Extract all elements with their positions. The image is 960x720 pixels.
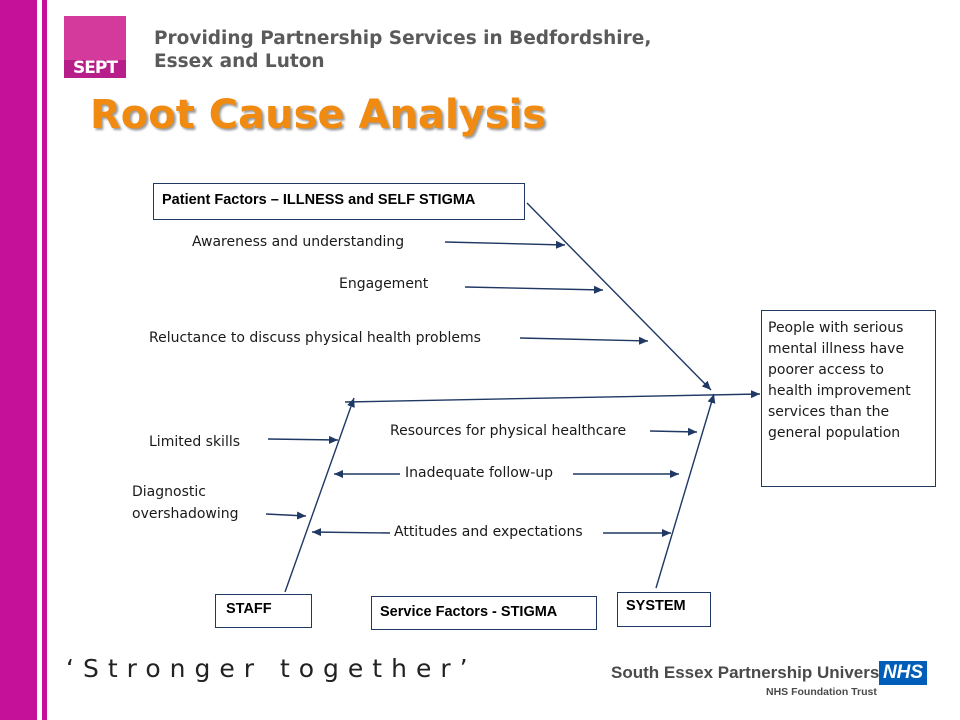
sept-logo: SEPT [64, 16, 126, 78]
left-accent-stripe [0, 0, 37, 720]
service-factors-box: Service Factors - STIGMA [371, 596, 597, 630]
limited-skills-arrow [267, 435, 339, 444]
cause-followup: Inadequate follow-up [405, 465, 554, 481]
patient-factors-box: Patient Factors – ILLNESS and SELF STIGM… [153, 183, 525, 220]
header-line-1: Providing Partnership Services in Bedfor… [154, 28, 652, 49]
stripe-gap [37, 0, 42, 720]
engagement-arrow [464, 285, 604, 294]
cause-engagement: Engagement [339, 276, 429, 292]
logo-top-block [64, 16, 126, 60]
diagnostic-arrow [265, 511, 307, 520]
cause-attitudes: Attitudes and expectations [394, 524, 583, 540]
patient-factors-label: Patient Factors – ILLNESS and SELF STIGM… [162, 192, 476, 208]
page-title: Root Cause Analysis [90, 92, 547, 138]
footer-tagline: ‘Stronger together’ [66, 654, 477, 683]
patient-bone [526, 202, 712, 391]
awareness-arrow [444, 240, 566, 249]
cause-awareness: Awareness and understanding [192, 234, 405, 250]
cause-resources: Resources for physical healthcare [390, 423, 627, 439]
cause-diagnostic-line2: overshadowing [132, 506, 239, 522]
staff-label: STAFF [226, 601, 272, 617]
resources-arrow [649, 427, 698, 436]
service-factors-label: Service Factors - STIGMA [380, 604, 558, 620]
system-box: SYSTEM [617, 592, 711, 627]
staff-box: STAFF [215, 594, 312, 628]
attitudes-left-arrow [311, 528, 391, 537]
footer-org-name: South Essex Partnership University [611, 663, 900, 682]
system-bone [655, 393, 716, 589]
cause-reluctance: Reluctance to discuss physical health pr… [149, 330, 481, 346]
logo-text: SEPT [73, 58, 118, 78]
header-line-2: Essex and Luton [154, 51, 325, 72]
staff-bone [284, 397, 355, 593]
nhs-logo: NHS [879, 661, 927, 685]
cause-limited-skills: Limited skills [149, 434, 241, 450]
left-thin-stripe [42, 0, 47, 720]
effect-box: People with serious mental illness have … [761, 310, 936, 487]
system-label: SYSTEM [626, 598, 686, 614]
reluctance-arrow [519, 336, 649, 345]
cause-diagnostic-line1: Diagnostic [132, 484, 206, 500]
footer-trust-name: NHS Foundation Trust [766, 686, 877, 698]
spine-arrow [344, 390, 761, 403]
